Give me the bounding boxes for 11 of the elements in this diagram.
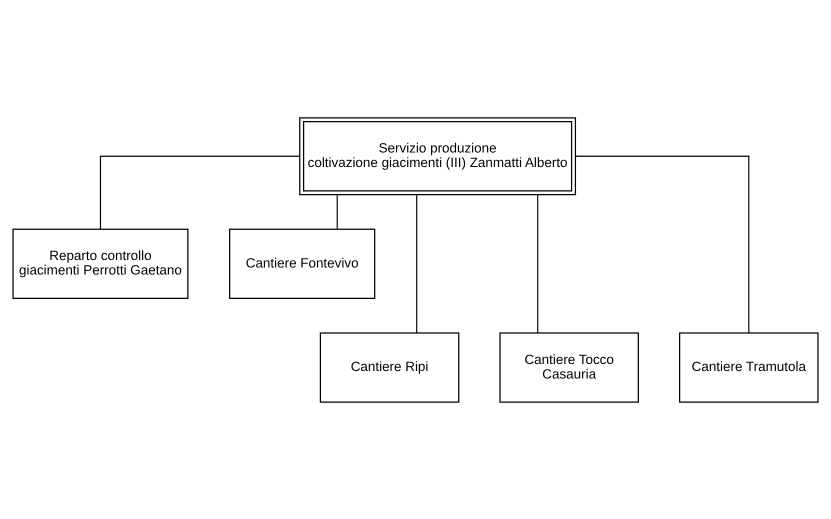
node-box: Reparto controllo giacimenti Perrotti Gaetano xyxy=(12,228,188,299)
connector xyxy=(537,194,538,332)
connector xyxy=(336,194,338,229)
node-box: Cantiere Tramutola xyxy=(679,332,819,402)
node-box: Cantiere Tocco Casauria xyxy=(499,332,639,402)
node-box: Cantiere Ripi xyxy=(320,332,460,402)
node-box: Cantiere Fontevivo xyxy=(229,228,376,299)
connector xyxy=(416,194,418,332)
node-box: Servizio produzione coltivazione giacimenti (III) Zanmatti Alberto xyxy=(299,116,576,195)
connector xyxy=(575,155,750,332)
connector xyxy=(100,155,300,229)
